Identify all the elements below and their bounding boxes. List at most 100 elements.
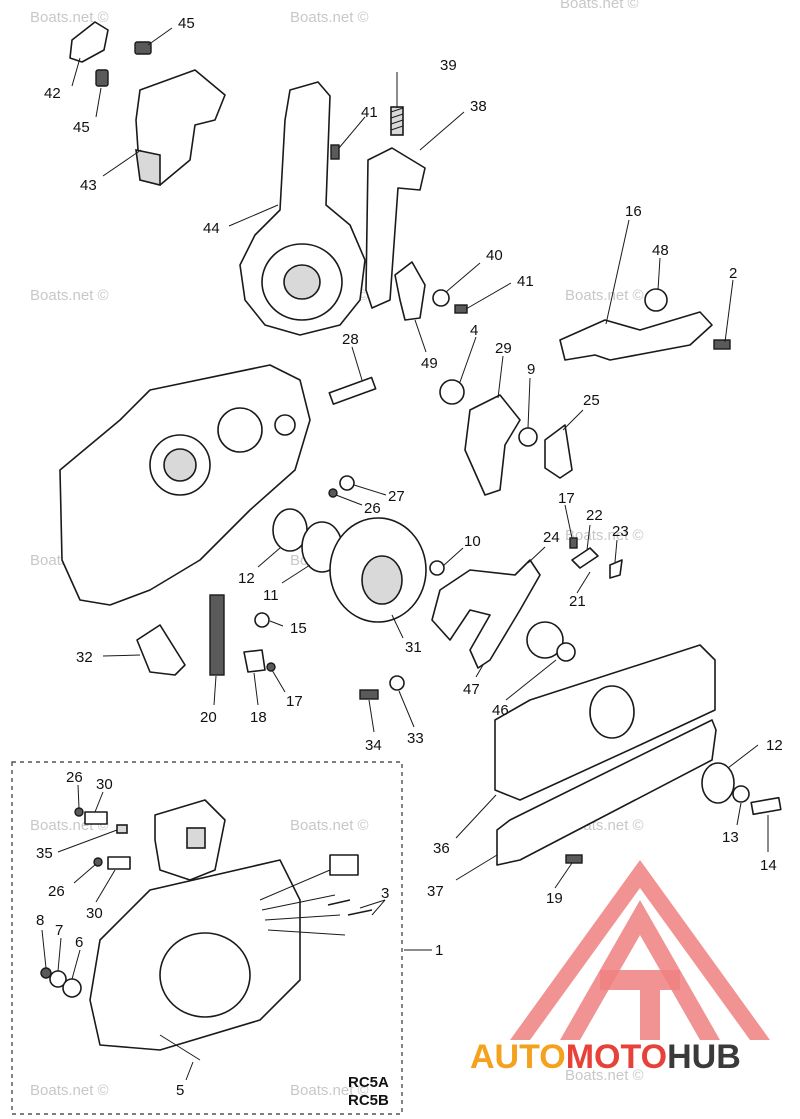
part-41b-screw (454, 304, 468, 314)
main-housing-group (59, 364, 311, 606)
part-36-bore (589, 685, 635, 739)
callout-45b: 45 (73, 119, 90, 136)
part-33 (389, 675, 405, 691)
part-3-clips (327, 899, 373, 916)
part-19 (565, 854, 583, 864)
callout-26c: 26 (66, 769, 83, 786)
logo-text-auto: AUTO (470, 1038, 566, 1076)
callout-33: 33 (407, 730, 424, 747)
callout-21: 21 (569, 593, 586, 610)
part-1-hub (159, 932, 251, 1018)
watermark: Boats.net © (30, 287, 109, 304)
callout-41b: 41 (517, 273, 534, 290)
callout-12: 12 (238, 570, 255, 587)
logo-triangle-outer (510, 860, 770, 1040)
part-14 (750, 796, 782, 816)
leader-lines (41, 27, 769, 1081)
inset-box (11, 761, 403, 1115)
part-20 (209, 594, 225, 676)
callout-12b: 12 (766, 737, 783, 754)
callout-31: 31 (405, 639, 422, 656)
part-28 (328, 376, 377, 405)
watermark: Boats.net © (30, 1082, 109, 1099)
part-10 (429, 560, 445, 576)
watermark: Boats.net © (290, 9, 369, 26)
callout-15: 15 (290, 620, 307, 637)
callout-23: 23 (612, 523, 629, 540)
automotohub-logo: AUTOMOTOHUB (470, 860, 770, 1076)
callout-7: 7 (55, 922, 63, 939)
callout-44: 44 (203, 220, 220, 237)
logo-g-shape (600, 970, 680, 1040)
callout-17b: 17 (286, 693, 303, 710)
part-29 (464, 394, 521, 496)
callout-49: 49 (421, 355, 438, 372)
callout-19: 19 (546, 890, 563, 907)
part-35 (116, 824, 128, 834)
part-18 (243, 649, 266, 673)
logo-text-moto: MOTO (566, 1038, 667, 1076)
part-5-bolt (159, 1034, 201, 1061)
part-23 (609, 559, 623, 579)
callout-28: 28 (342, 331, 359, 348)
callout-16: 16 (625, 203, 642, 220)
housing-bore-1-inner (163, 448, 197, 482)
callout-4: 4 (470, 322, 478, 339)
part-15 (254, 612, 270, 628)
part-22 (571, 547, 599, 569)
callout-30b: 30 (86, 905, 103, 922)
part-37 (496, 719, 717, 866)
callout-2: 2 (729, 265, 737, 282)
part-8 (40, 967, 52, 979)
part-25 (544, 424, 573, 479)
part-34 (359, 689, 379, 700)
watermark: Boats.net © (565, 287, 644, 304)
callout-43: 43 (80, 177, 97, 194)
part-1-handle-button (186, 827, 206, 849)
callout-41: 41 (361, 104, 378, 121)
spring-coils (390, 107, 404, 131)
housing-bore-2 (217, 407, 263, 453)
callout-3: 3 (381, 885, 389, 902)
callout-32: 32 (76, 649, 93, 666)
callout-27: 27 (388, 488, 405, 505)
callout-24: 24 (543, 529, 560, 546)
callout-45: 45 (178, 15, 195, 32)
callout-5: 5 (176, 1082, 184, 1099)
callout-37: 37 (427, 883, 444, 900)
wire-harness (259, 869, 346, 936)
callout-11: 11 (263, 587, 279, 604)
callout-20: 20 (200, 709, 217, 726)
callout-14: 14 (760, 857, 777, 874)
callout-9: 9 (527, 361, 535, 378)
remote-control-assembly (89, 799, 359, 1051)
callout-47: 47 (463, 681, 480, 698)
part-30b-inset (107, 856, 131, 870)
part-26-inset (74, 807, 84, 817)
watermark: Boats.net © (30, 9, 109, 26)
callout-1: 1 (435, 942, 443, 959)
part-42 (69, 21, 109, 63)
logo-text-hub: HUB (667, 1038, 741, 1076)
callout-18: 18 (250, 709, 267, 726)
logo-text: AUTOMOTOHUB (470, 1038, 741, 1076)
callout-40: 40 (486, 247, 503, 264)
callout-30: 30 (96, 776, 113, 793)
part-49 (394, 261, 426, 321)
part-43-grip (135, 148, 161, 187)
part-45-b (95, 69, 109, 87)
part-32 (136, 624, 186, 676)
part-9 (518, 427, 538, 447)
callout-39: 39 (440, 57, 457, 74)
part-46 (556, 642, 576, 662)
callout-29: 29 (495, 340, 512, 357)
callout-42: 42 (44, 85, 61, 102)
callout-26d: 26 (48, 883, 65, 900)
callout-10: 10 (464, 533, 481, 550)
callout-26: 26 (364, 500, 381, 517)
callout-labels: 45 42 45 43 44 39 41 38 16 48 2 40 41 49… (36, 15, 783, 1099)
part-16 (559, 311, 713, 361)
part-38 (365, 147, 426, 309)
part-27 (339, 475, 355, 491)
